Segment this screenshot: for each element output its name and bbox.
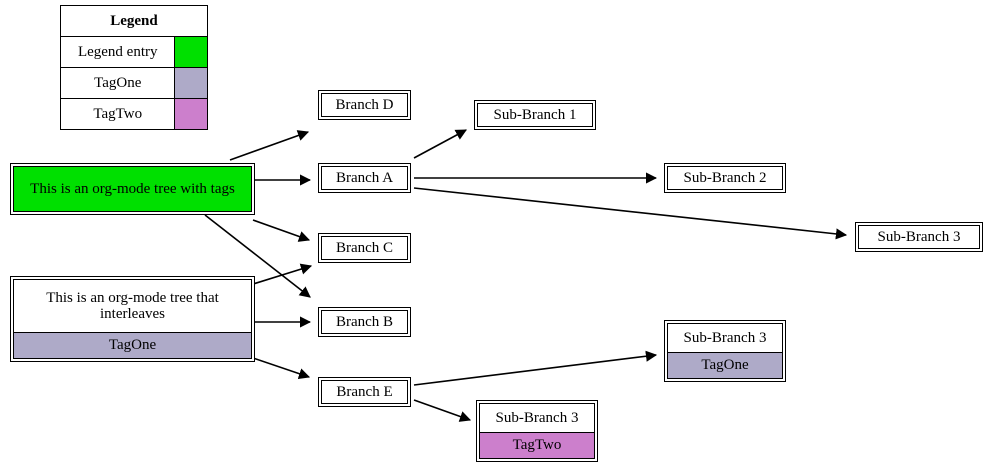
edge-branch-e-to-sub-branch-3-tagone: [413, 350, 658, 386]
edge-root-inter-to-branch-e: [252, 357, 311, 380]
node-branch-d[interactable]: Branch D: [318, 90, 411, 120]
legend-swatch-tagone: [174, 67, 208, 99]
edge-root-inter-to-branch-c: [249, 263, 313, 286]
node-branch-e-title: Branch E: [322, 381, 407, 403]
legend-title-row: Legend: [60, 5, 208, 37]
node-sub-branch-1[interactable]: Sub-Branch 1: [474, 100, 596, 130]
edge-branch-a-to-sub-branch-1: [413, 129, 467, 159]
node-root-tags-title: This is an org-mode tree with tags: [14, 167, 251, 211]
node-branch-a[interactable]: Branch A: [318, 163, 411, 193]
node-branch-d-title: Branch D: [322, 94, 407, 116]
legend-label-legend-entry: Legend entry: [59, 36, 176, 68]
node-sub-branch-3-tagone-tag: TagOne: [668, 352, 782, 378]
legend-row-tagone: TagOne: [59, 67, 208, 99]
legend-label-tagone: TagOne: [59, 67, 176, 99]
node-sub-branch-3-tagone-title: Sub-Branch 3: [668, 324, 782, 352]
edge-branch-a-to-sub-branch-3: [413, 187, 848, 240]
legend-row-tagtwo: TagTwo: [59, 98, 208, 130]
legend-swatch-legend-entry: [174, 36, 208, 68]
node-sub-branch-2-title: Sub-Branch 2: [668, 167, 782, 189]
node-branch-c-title: Branch C: [322, 237, 407, 259]
edge-branch-e-to-sub-branch-3-tagtwo: [413, 399, 472, 422]
node-root-interleaves-title: This is an org-mode tree that interleave…: [14, 280, 251, 332]
node-branch-b[interactable]: Branch B: [318, 307, 411, 337]
node-sub-branch-3-tagtwo[interactable]: Sub-Branch 3 TagTwo: [476, 400, 598, 462]
legend-row-legend-entry: Legend entry: [59, 36, 208, 68]
node-sub-branch-1-title: Sub-Branch 1: [478, 104, 592, 126]
node-branch-b-title: Branch B: [322, 311, 407, 333]
node-branch-c[interactable]: Branch C: [318, 233, 411, 263]
legend-table: Legend Legend entry TagOne TagTwo: [59, 5, 208, 130]
node-sub-branch-3-title: Sub-Branch 3: [859, 226, 979, 248]
node-sub-branch-3-tagtwo-tag: TagTwo: [480, 432, 594, 458]
legend-label-tagtwo: TagTwo: [59, 98, 176, 130]
node-sub-branch-3-tagtwo-title: Sub-Branch 3: [480, 404, 594, 432]
legend-swatch-tagtwo: [174, 98, 208, 130]
node-root-tags[interactable]: This is an org-mode tree with tags: [10, 163, 255, 215]
node-sub-branch-2[interactable]: Sub-Branch 2: [664, 163, 786, 193]
edge-root-tags-to-branch-c: [252, 219, 311, 242]
legend-title: Legend: [60, 5, 208, 37]
edge-root-tags-to-branch-d: [229, 130, 310, 161]
node-root-interleaves-tag: TagOne: [14, 332, 251, 358]
node-sub-branch-3[interactable]: Sub-Branch 3: [855, 222, 983, 252]
node-root-interleaves[interactable]: This is an org-mode tree that interleave…: [10, 276, 255, 362]
node-branch-e[interactable]: Branch E: [318, 377, 411, 407]
node-branch-a-title: Branch A: [322, 167, 407, 189]
node-sub-branch-3-tagone[interactable]: Sub-Branch 3 TagOne: [664, 320, 786, 382]
